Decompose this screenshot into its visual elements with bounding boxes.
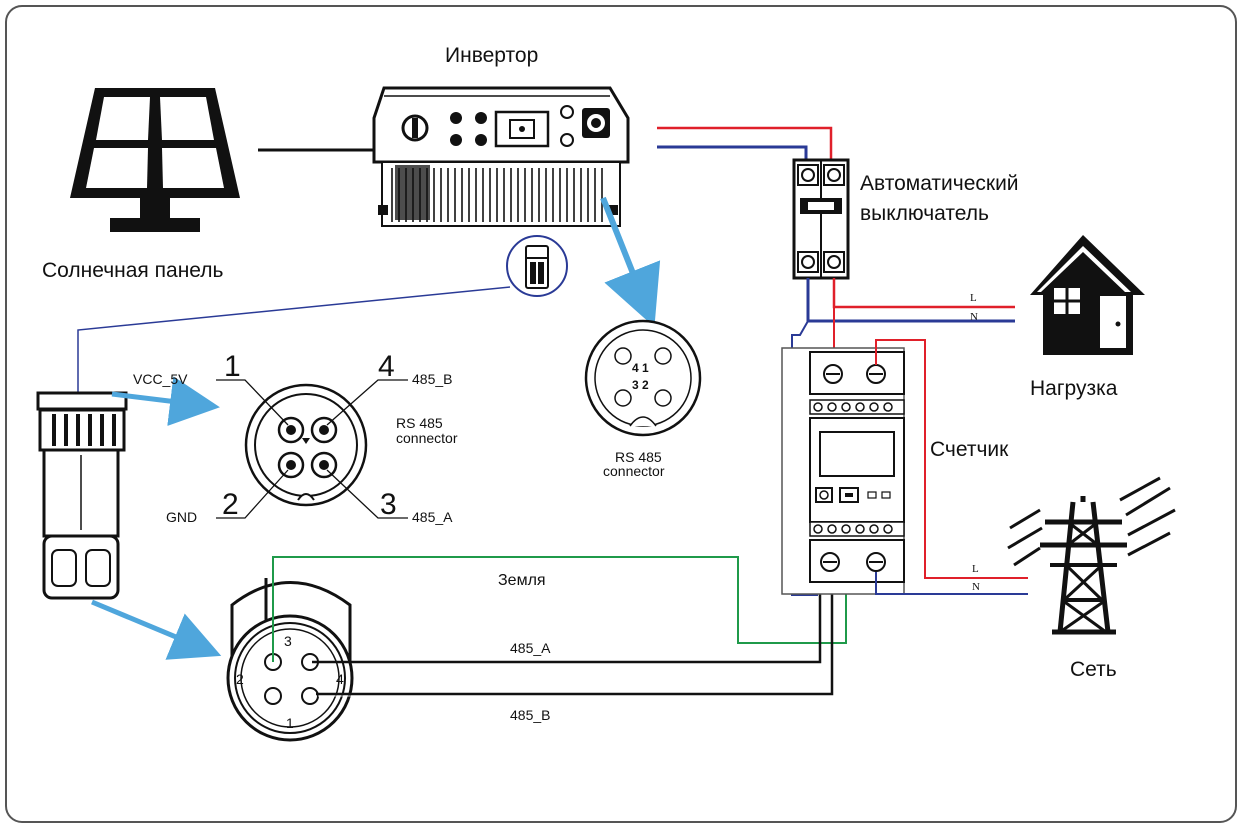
inverter-icon: [372, 86, 630, 227]
pin3-leader: [326, 469, 408, 519]
port-digits-top: 4 1: [632, 361, 649, 375]
load-L-label: L: [970, 292, 977, 304]
round-pin2-number: 2: [236, 671, 244, 687]
pin4-leader: [326, 379, 408, 426]
inverter-to-port-arrow: [600, 196, 661, 328]
round-pin4-number: 4: [336, 671, 344, 687]
inverter-rs485-port-icon: [584, 319, 702, 437]
power-tower-icon: [1007, 476, 1176, 635]
breaker-to-meter-blue: [791, 320, 818, 596]
pinout-title-line1: RS 485: [396, 415, 443, 431]
meter-label: Счетчик: [930, 438, 1009, 461]
grid-L-label: L: [972, 563, 979, 575]
load-L-line: [832, 278, 1015, 309]
plug-to-pinout-arrow: [111, 376, 220, 426]
circuit-breaker-icon: [792, 158, 850, 280]
pin1-number: 1: [224, 350, 241, 383]
ground-label: Земля: [498, 572, 546, 589]
gnd-label: GND: [166, 509, 197, 525]
wire-485a: [312, 592, 822, 664]
port-digits-bottom: 3 2: [632, 378, 649, 392]
energy-meter-icon: [781, 347, 905, 595]
wire-b-label: 485_B: [510, 707, 550, 723]
breaker-label-line1: Автоматический: [860, 172, 1019, 195]
connector-pinout-icon: [244, 383, 368, 507]
load-N-line: [806, 278, 1015, 323]
green-ground-wire: [272, 556, 847, 662]
pinout-title-line2: connector: [396, 430, 458, 446]
b-label: 485_B: [412, 371, 452, 387]
grid-N-label: N: [972, 581, 980, 593]
pin1-leader: [216, 379, 289, 426]
comm-cable: [77, 286, 511, 392]
round-pin1-number: 1: [286, 715, 294, 731]
grid-label: Сеть: [1070, 658, 1117, 681]
port-title-line1: RS 485: [615, 449, 662, 465]
port-title-line2: connector: [603, 463, 665, 479]
meter-load-red-line: [875, 339, 1028, 579]
round-pin3-number: 3: [284, 633, 292, 649]
meter-grid-blue-line: [875, 572, 1028, 595]
plug-to-round-arrow: [91, 599, 222, 660]
house-icon: [1030, 235, 1145, 355]
load-label: Нагрузка: [1030, 377, 1118, 400]
pin2-number: 2: [222, 488, 239, 521]
pin2-leader: [216, 469, 289, 519]
diagram-frame: [5, 5, 1237, 823]
wire-a-label: 485_A: [510, 640, 551, 656]
solar-panel-icon: [70, 88, 240, 232]
solar-panel-label: Солнечная панель: [42, 259, 224, 282]
inverter-blue-line: [657, 145, 808, 160]
inverter-label: Инвертор: [445, 44, 538, 67]
rs485-plug-icon: [36, 391, 128, 600]
rs485-terminal-icon: [506, 235, 568, 297]
wire-485b: [316, 592, 834, 696]
vcc-label: VCC_5V: [133, 371, 188, 387]
load-N-label: N: [970, 311, 978, 323]
a-label: 485_A: [412, 509, 453, 525]
pin3-number: 3: [380, 488, 397, 521]
inverter-red-line: [657, 126, 833, 160]
breaker-label-line2: выключатель: [860, 202, 989, 225]
pin4-number: 4: [378, 350, 395, 383]
